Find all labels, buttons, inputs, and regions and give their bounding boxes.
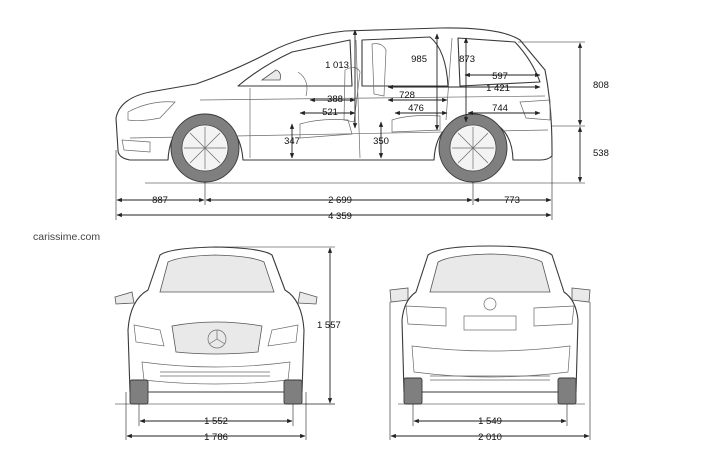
rear-seat-height-label: 350 [373, 136, 389, 147]
side-interior-dimensions [289, 29, 541, 159]
front-knee-label: 388 [327, 94, 343, 105]
front-view-dimensions [125, 246, 335, 440]
front-height-label: 1 557 [317, 320, 341, 331]
rear-track-label: 1 549 [478, 416, 502, 427]
total-length-label: 4 359 [328, 211, 352, 222]
front-seat-height-label: 347 [284, 136, 300, 147]
upper-height-label: 808 [593, 80, 609, 91]
rear-legroom-label: 728 [399, 90, 415, 101]
front-view-car [114, 246, 335, 405]
boot-length-mid-label: 744 [492, 103, 508, 114]
lower-height-label: 538 [593, 148, 609, 159]
boot-length-floor-label: 1 421 [486, 83, 510, 94]
side-interior-labels: 1 013 985 873 597 1 421 388 728 521 476 … [284, 54, 510, 147]
front-width-label: 1 786 [204, 432, 228, 443]
front-overhang-label: 887 [152, 195, 168, 206]
rear-overhang-label: 773 [504, 195, 520, 206]
boot-length-top-label: 597 [492, 71, 508, 82]
rear-seat-label: 476 [408, 103, 424, 114]
rear-view-car [389, 245, 591, 405]
watermark: carissime.com [33, 231, 100, 243]
side-exterior-dimensions [115, 41, 585, 220]
wheelbase-label: 2 699 [328, 195, 352, 206]
rear-width-label: 2 010 [478, 432, 502, 443]
front-view-labels: 1 557 1 552 1 786 [204, 320, 341, 443]
rear-view-labels: 1 549 2 010 [478, 416, 502, 443]
side-exterior-labels: 808 538 887 2 699 773 4 359 [152, 80, 609, 222]
boot-height-label: 873 [459, 54, 475, 65]
side-view-car [115, 27, 553, 184]
front-track-label: 1 552 [204, 416, 228, 427]
front-seat-label: 521 [322, 107, 338, 118]
rear-headroom-label: 985 [411, 54, 427, 65]
rear-view-dimensions [389, 302, 591, 440]
front-headroom-label: 1 013 [325, 60, 349, 71]
